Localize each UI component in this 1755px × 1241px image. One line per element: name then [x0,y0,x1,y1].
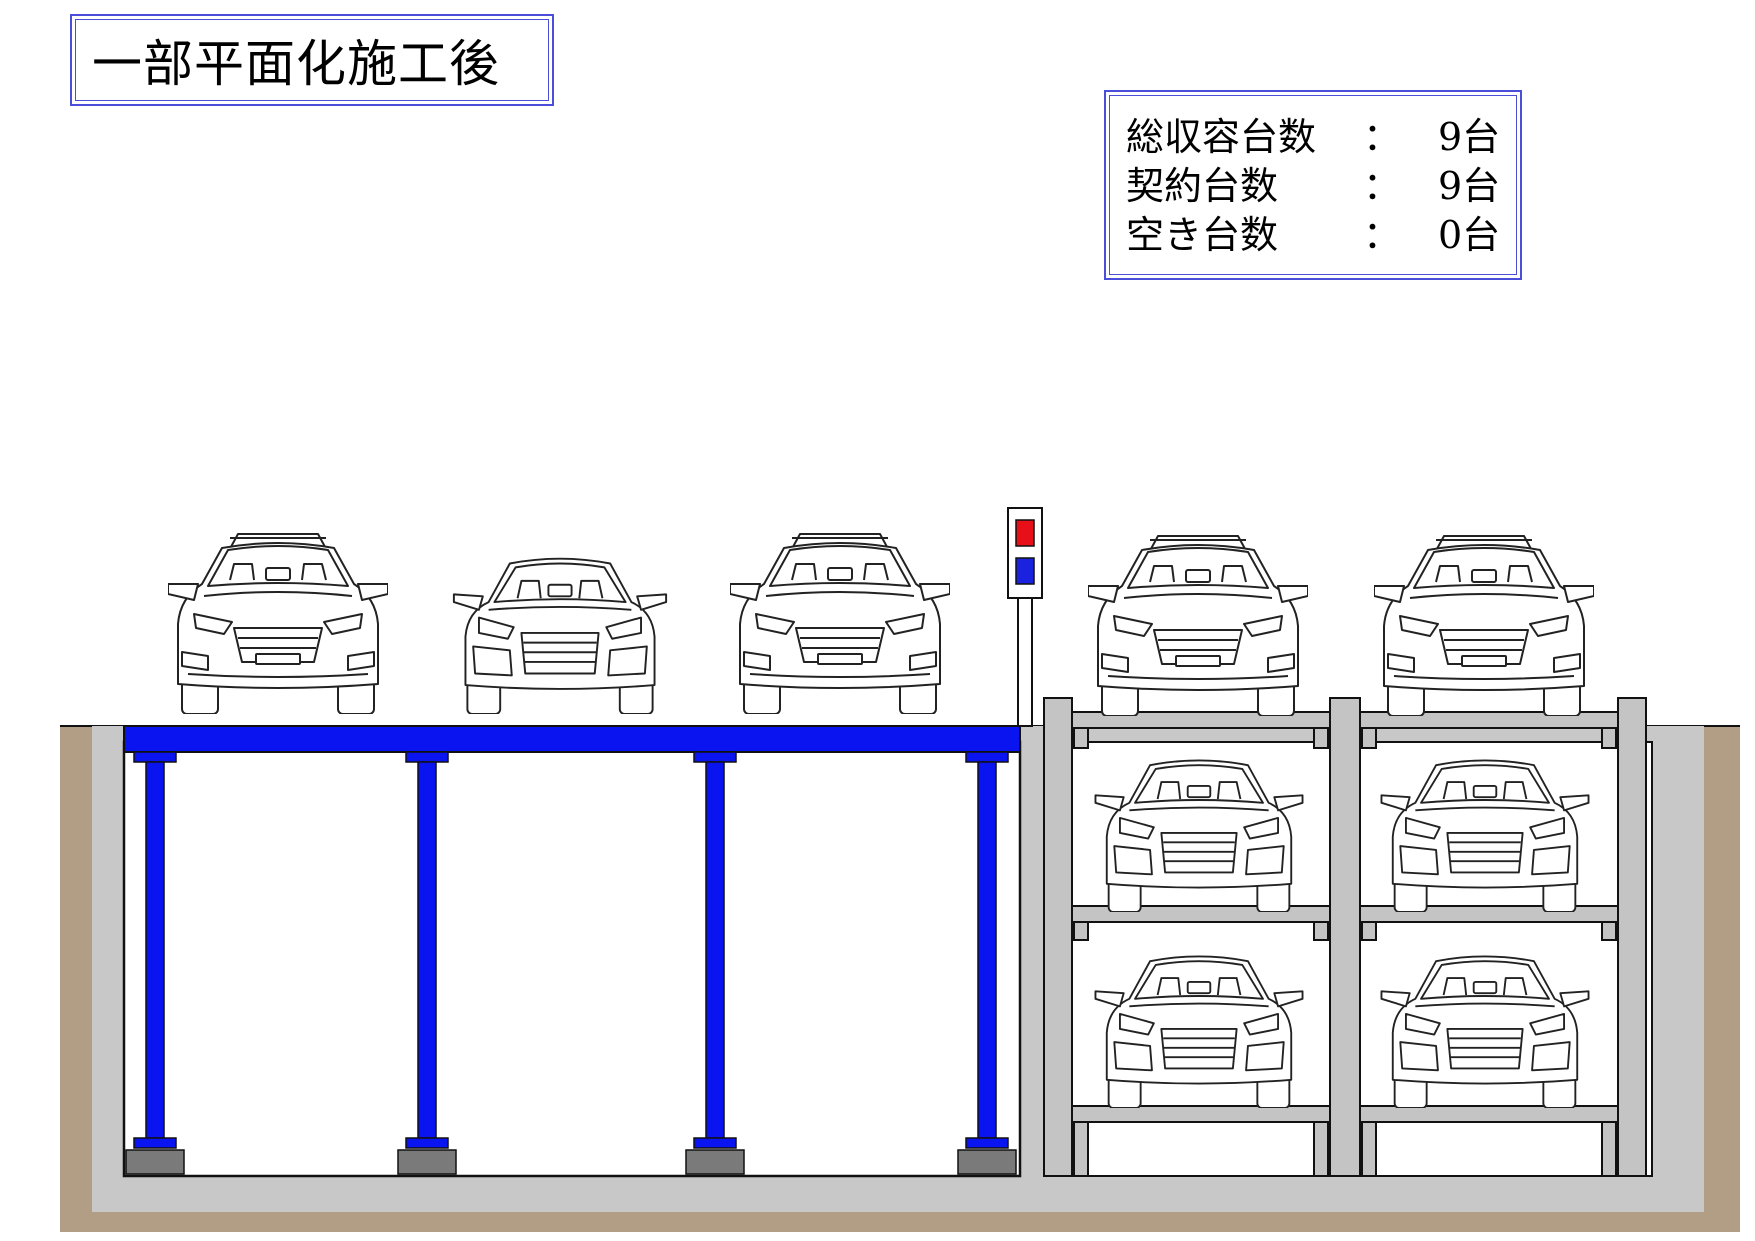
stat-label-total: 総収容台数 [1126,115,1317,159]
car-front-icon [452,557,668,714]
stat-row-contracted: 契約台数 ： 9台 [1120,155,1516,208]
rack-post-right [1617,697,1647,1177]
stat-label-contracted: 契約台数 [1126,164,1279,208]
pallet-bottom-left [1071,1105,1331,1123]
pallet-top-left [1071,711,1331,729]
capacity-stats-inner: 総収容台数 ： 9台 契約台数 ： 9台 空き台数 ： 0台 [1109,95,1517,275]
title-frame: 一部平面化施工後 [70,14,554,106]
car-front-icon [168,533,388,714]
pallet-top-right [1359,711,1619,729]
stat-label-vacant: 空き台数 [1126,213,1279,257]
stat-colon-vacant: ： [1363,213,1402,257]
steel-column [397,751,457,1175]
stat-colon-total: ： [1363,115,1402,159]
page-title: 一部平面化施工後 [92,35,500,93]
title-inner-frame: 一部平面化施工後 [75,19,549,101]
mechanical-parking-rack [1043,697,1647,1177]
pallet-bottom-right [1359,1105,1619,1123]
signal-light-icon [1007,507,1043,727]
car-front-icon [1088,535,1308,716]
rack-post-center [1329,697,1361,1177]
stat-value-total: 9台 [1438,115,1501,159]
car-front-icon [730,533,950,714]
rack-post-left [1043,697,1073,1177]
stat-colon-contracted: ： [1363,164,1402,208]
car-front-icon [1374,535,1594,716]
steel-column [685,751,745,1175]
signal-red-lamp [1015,519,1035,547]
capacity-stats-panel: 総収容台数 ： 9台 契約台数 ： 9台 空き台数 ： 0台 [1104,90,1522,280]
steel-columns [125,751,1017,1175]
stat-row-vacant: 空き台数 ： 0台 [1120,204,1516,257]
flattened-pit-interior [122,740,1022,1178]
steel-column [957,751,1017,1175]
steel-deck [123,725,1021,753]
stat-row-total: 総収容台数 ： 9台 [1120,106,1516,159]
stat-value-vacant: 0台 [1438,213,1501,257]
steel-column [125,751,185,1175]
stat-value-contracted: 9台 [1438,164,1501,208]
signal-blue-lamp [1015,557,1035,585]
